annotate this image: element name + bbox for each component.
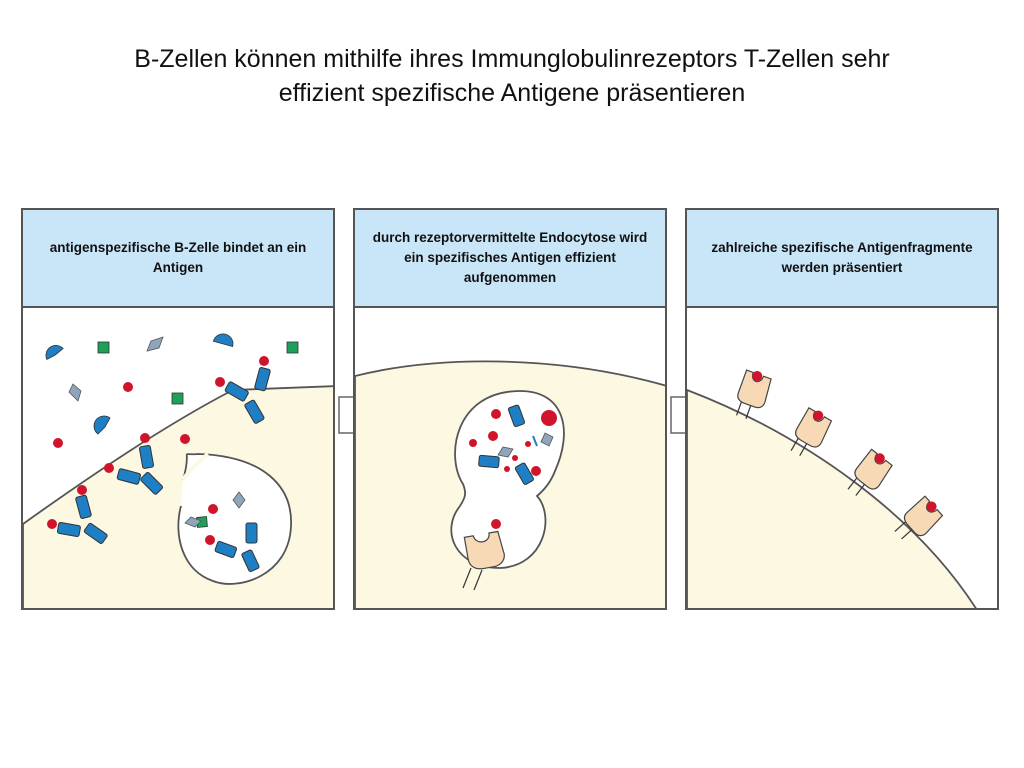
binding-illustration bbox=[23, 333, 333, 608]
panel-header: antigenspezifische B-Zelle bindet an ein… bbox=[23, 210, 333, 308]
b-cell-membrane bbox=[23, 385, 333, 608]
receptor-2 bbox=[104, 433, 163, 495]
mhc-peptide-2 bbox=[790, 407, 833, 457]
b-cell-surface bbox=[687, 389, 977, 608]
mhc-peptide-3 bbox=[847, 448, 893, 496]
mhc-molecule bbox=[462, 530, 505, 591]
receptor-3 bbox=[215, 356, 271, 424]
pocket-receptors bbox=[184, 491, 260, 573]
free-antigens bbox=[45, 333, 299, 448]
page-title: B-Zellen können mithilfe ihres Immunglob… bbox=[40, 42, 984, 110]
panel-caption: durch rezeptorvermittelte Endocytose wir… bbox=[372, 230, 648, 285]
title-line-2: effizient spezifische Antigene präsentie… bbox=[278, 79, 746, 107]
endocytosis-illustration bbox=[355, 360, 665, 608]
title-line-1: B-Zellen können mithilfe ihres Immunglob… bbox=[134, 45, 890, 73]
endosome-contents bbox=[469, 404, 557, 529]
panel-header: durch rezeptorvermittelte Endocytose wir… bbox=[355, 210, 665, 308]
panel-header: zahlreiche spezifische Antigenfragmente … bbox=[687, 210, 997, 308]
panel-caption: zahlreiche spezifische Antigenfragmente … bbox=[711, 240, 973, 275]
receptor-1 bbox=[47, 485, 108, 544]
presentation-illustration bbox=[687, 369, 977, 608]
mhc-peptide-4 bbox=[894, 495, 944, 540]
endosome bbox=[450, 390, 565, 569]
mhc-peptide-1 bbox=[735, 369, 772, 419]
panel-binding: antigenspezifische B-Zelle bindet an ein… bbox=[21, 208, 335, 610]
panel-presentation: zahlreiche spezifische Antigenfragmente … bbox=[685, 208, 999, 610]
panel-caption: antigenspezifische B-Zelle bindet an ein… bbox=[49, 240, 307, 275]
panel-endocytosis: durch rezeptorvermittelte Endocytose wir… bbox=[353, 208, 667, 610]
